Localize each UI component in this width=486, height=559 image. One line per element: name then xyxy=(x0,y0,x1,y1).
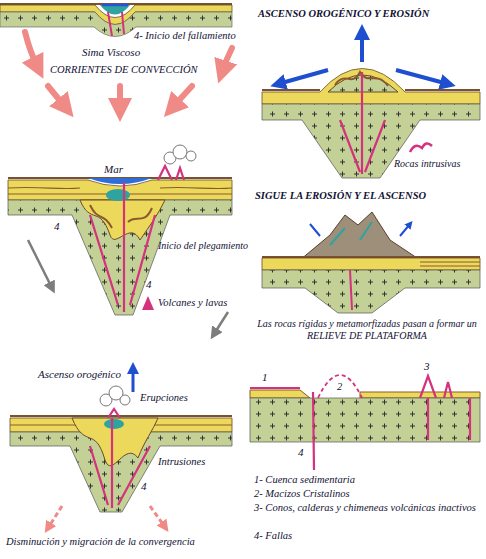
annotation-label: 4- Inicio del fallamiento xyxy=(134,30,236,42)
annotation-label: Volcanes y lavas xyxy=(158,297,227,309)
erosion-arrow xyxy=(396,70,448,84)
convection-arrow xyxy=(172,86,192,108)
erosion-arrow xyxy=(360,32,364,62)
callout-number: 4 xyxy=(141,480,147,493)
annotation-label: Sima Viscoso xyxy=(82,46,140,59)
crust-section xyxy=(108,409,120,418)
crust-section xyxy=(262,69,480,105)
convection-arrow xyxy=(25,32,232,110)
annotation-label: Ascenso orogénico xyxy=(38,368,121,381)
annotation-label: Las rocas rígidas y metamorfizadas pasan… xyxy=(252,318,482,341)
panel-title: SIGUE LA EROSIÓN Y EL ASCENSO xyxy=(255,190,426,202)
convection-arrow xyxy=(117,86,123,110)
crust-section xyxy=(158,166,184,180)
callout-number: 4 xyxy=(146,278,152,291)
crust-section xyxy=(250,398,480,442)
crust-section xyxy=(80,200,165,240)
crust-section xyxy=(420,262,480,266)
crust-section xyxy=(104,419,124,429)
crust-section xyxy=(262,258,480,270)
crust-section xyxy=(350,270,352,310)
crust-section xyxy=(310,224,410,236)
crust-section xyxy=(100,5,130,15)
crust-section xyxy=(186,151,196,161)
legend-text: 2- Macizos Cristalinos xyxy=(254,488,350,500)
convection-arrow xyxy=(48,86,66,108)
annotation-label: Rocas intrusivas xyxy=(394,158,460,170)
crust-section xyxy=(72,418,158,466)
convection-arrow xyxy=(222,48,232,72)
uplift-arrow xyxy=(132,368,135,392)
annotation-label: Mar xyxy=(104,163,123,176)
crust-section xyxy=(318,375,362,398)
eruption-cloud xyxy=(120,395,130,405)
callout-number: 2 xyxy=(337,381,342,393)
crust-section xyxy=(164,145,196,164)
annotation-label: Inicio del plegamiento xyxy=(158,240,248,252)
uplift-arrow xyxy=(133,368,134,392)
crust-section xyxy=(10,409,232,512)
annotation-label: Erupciones xyxy=(140,392,188,404)
crust-section xyxy=(330,222,372,245)
crust-section xyxy=(102,4,128,7)
crust-section xyxy=(250,390,310,398)
callout-number: 4 xyxy=(54,220,60,233)
crust-section xyxy=(173,145,187,159)
legend-text: 1- Cuenca sedimentaria xyxy=(254,474,355,486)
crust-section xyxy=(262,270,480,313)
erosion-arrow xyxy=(278,70,328,84)
crust-section xyxy=(250,387,300,389)
crust-section xyxy=(108,12,124,36)
crust-section xyxy=(300,212,420,260)
subduction-arrow xyxy=(214,312,228,334)
crust-section xyxy=(8,145,232,315)
callout-number: 1 xyxy=(262,371,268,384)
convection-arrow xyxy=(25,32,38,68)
annotation-label: Intrusiones xyxy=(158,456,205,468)
crust-section xyxy=(313,392,470,470)
convergence-arrow xyxy=(48,506,62,528)
subduction-arrow xyxy=(28,240,52,288)
panel-title: ASCENSO OROGÉNICO Y EROSIÓN xyxy=(258,8,429,20)
legend-text: 4- Fallas xyxy=(254,530,292,542)
convergence-arrow xyxy=(150,506,165,527)
crust-section xyxy=(88,178,152,184)
crust-section xyxy=(420,376,452,440)
volcano-symbol xyxy=(142,296,154,310)
crust-section xyxy=(340,72,385,174)
annotation-label: CORRIENTES DE CONVECCIÓN xyxy=(50,64,198,76)
crust-section xyxy=(90,418,150,508)
crust-section xyxy=(90,182,155,312)
crust-section xyxy=(90,205,152,228)
crust-section xyxy=(262,212,480,313)
annotation-label: Disminución y migración de la convergenc… xyxy=(6,536,195,548)
crust-section xyxy=(106,189,130,201)
crust-section xyxy=(8,200,232,315)
callout-number: 4 xyxy=(298,446,304,459)
crust-section xyxy=(250,375,480,470)
crust-section xyxy=(262,104,480,178)
legend-text: 3- Conos, calderas y chimeneas volcánica… xyxy=(254,502,480,514)
eruption-cloud xyxy=(100,386,130,406)
crust-section xyxy=(410,143,432,152)
volcano-symbol xyxy=(142,296,154,310)
convergence-arrow xyxy=(48,506,165,528)
crust-section xyxy=(10,415,232,417)
callout-number: 3 xyxy=(424,360,430,373)
crust-section xyxy=(262,69,480,179)
subduction-arrow xyxy=(28,240,228,334)
